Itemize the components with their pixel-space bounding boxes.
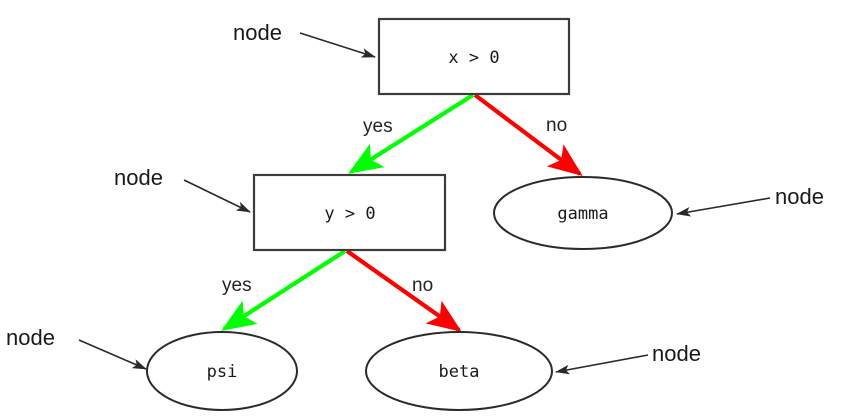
annotation-beta: node [555,341,701,375]
annotation-inner-label: node [114,165,163,190]
edge-line-no-top [473,93,583,177]
node-psi-ellipse[interactable] [146,331,298,411]
annotation-gamma-arrow [676,197,771,217]
edge-label-yes-top: yes [363,116,393,137]
node-psi-label: psi [207,362,238,382]
edge-root-to-inner: yes [348,93,475,174]
edge-label-no-bottom: no [412,275,433,296]
edge-line-no-bottom [345,249,462,332]
edge-inner-to-psi: yes [221,249,347,331]
edge-line-yes-bottom [221,249,347,331]
node-root[interactable]: x > 0 [377,17,571,96]
node-gamma-ellipse[interactable] [493,176,673,250]
annotation-root-arrow [299,32,376,58]
annotation-beta-arrow [555,354,649,375]
node-beta[interactable]: beta [365,331,553,411]
annotation-gamma: node [676,184,824,217]
node-gamma-label: gamma [557,204,608,224]
node-inner-label: y > 0 [324,204,375,224]
annotation-beta-label: node [652,341,701,366]
annotation-gamma-label: node [775,184,824,209]
edge-label-yes-bottom: yes [222,275,252,296]
edge-line-yes-top [348,93,475,174]
edge-inner-to-beta: no [345,249,462,332]
annotation-psi: node [6,325,147,370]
annotation-root: node [233,20,376,58]
node-inner-rect[interactable] [252,173,447,252]
annotation-root-label: node [233,20,282,45]
edge-root-to-gamma: no [473,93,583,177]
node-beta-label: beta [439,362,480,382]
annotation-psi-arrow [78,339,147,370]
node-inner[interactable]: y > 0 [252,173,447,252]
edge-label-no-top: no [546,115,567,136]
annotation-inner-arrow [183,179,251,213]
annotation-inner: node [114,165,251,213]
annotation-psi-label: node [6,325,55,350]
node-psi[interactable]: psi [146,331,298,411]
node-gamma[interactable]: gamma [493,176,673,250]
node-root-rect[interactable] [377,17,571,96]
node-root-label: x > 0 [448,48,499,68]
node-beta-ellipse[interactable] [365,331,553,411]
